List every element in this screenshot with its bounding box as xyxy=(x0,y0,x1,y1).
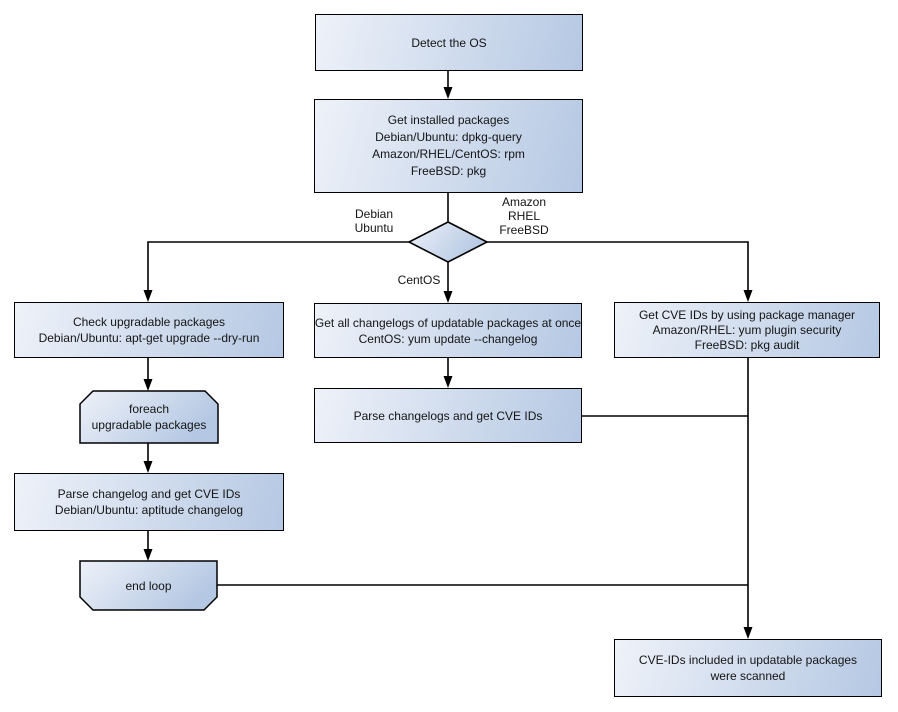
node-text: Detect the OS xyxy=(411,35,487,50)
node-get-all-changelogs: Get all changelogs of updatable packages… xyxy=(314,303,582,358)
connector-lines xyxy=(147,71,749,629)
node-text: Amazon/RHEL: yum plugin security xyxy=(652,322,842,337)
edge-label-amazon-rhel-freebsd: Amazon RHEL FreeBSD xyxy=(489,195,559,237)
node-get-cve-ids-right: Get CVE IDs by using package manager Ama… xyxy=(614,302,880,358)
node-get-installed-packages: Get installed packages Debian/Ubuntu: dp… xyxy=(314,99,583,193)
node-text: Parse changelogs and get CVE IDs xyxy=(353,408,543,423)
node-text: Debian/Ubuntu: dpkg-query xyxy=(375,130,522,144)
node-text: upgradable packages xyxy=(91,418,207,432)
os-decision-diamond xyxy=(407,221,489,263)
edge-label-text: CentOS xyxy=(397,273,441,287)
node-detect-os: Detect the OS xyxy=(315,14,583,71)
node-end-loop: end loop xyxy=(80,561,217,610)
node-parse-changelog-left: Parse changelog and get CVE IDs Debian/U… xyxy=(14,473,284,531)
edge-label-text: Amazon xyxy=(501,195,547,209)
node-text: were scanned xyxy=(710,669,786,683)
node-text: foreach xyxy=(128,402,170,416)
node-text: Parse changelog and get CVE IDs xyxy=(57,487,241,501)
edge-label-text: Ubuntu xyxy=(354,221,394,235)
edge-label-text: Debian xyxy=(354,207,394,221)
node-check-upgradable-packages: Check upgradable packages Debian/Ubuntu:… xyxy=(14,302,284,358)
end-loop-shape xyxy=(79,560,218,611)
node-text: Debian/Ubuntu: aptitude changelog xyxy=(54,503,244,517)
node-cve-ids-scanned: CVE-IDs included in updatable packages w… xyxy=(614,639,882,697)
edge-label-debian-ubuntu: Debian Ubuntu xyxy=(339,207,409,235)
node-text: end loop xyxy=(125,578,172,593)
node-text: CentOS: yum update --changelog xyxy=(358,331,538,346)
edge-label-text: FreeBSD xyxy=(499,223,549,237)
node-text: FreeBSD: pkg xyxy=(410,164,487,178)
foreach-loop-shape xyxy=(79,390,219,444)
edge-label-text: RHEL xyxy=(507,209,540,223)
node-foreach-upgradable-packages: foreach upgradable packages xyxy=(80,391,218,443)
node-text: Get CVE IDs by using package manager xyxy=(638,307,856,322)
node-text: Get all changelogs of updatable packages… xyxy=(314,315,582,330)
node-text: CVE-IDs included in updatable packages xyxy=(638,653,858,667)
arrowheads xyxy=(143,87,753,639)
edge-label-centos: CentOS xyxy=(384,273,454,287)
node-parse-changelogs-mid: Parse changelogs and get CVE IDs xyxy=(314,388,582,443)
node-text: Get installed packages xyxy=(387,113,510,127)
node-text: Amazon/RHEL/CentOS: rpm xyxy=(372,147,525,161)
node-text: Check upgradable packages xyxy=(72,315,226,329)
node-text: Debian/Ubuntu: apt-get upgrade --dry-run xyxy=(38,331,260,345)
node-text: FreeBSD: pkg audit xyxy=(694,337,800,352)
